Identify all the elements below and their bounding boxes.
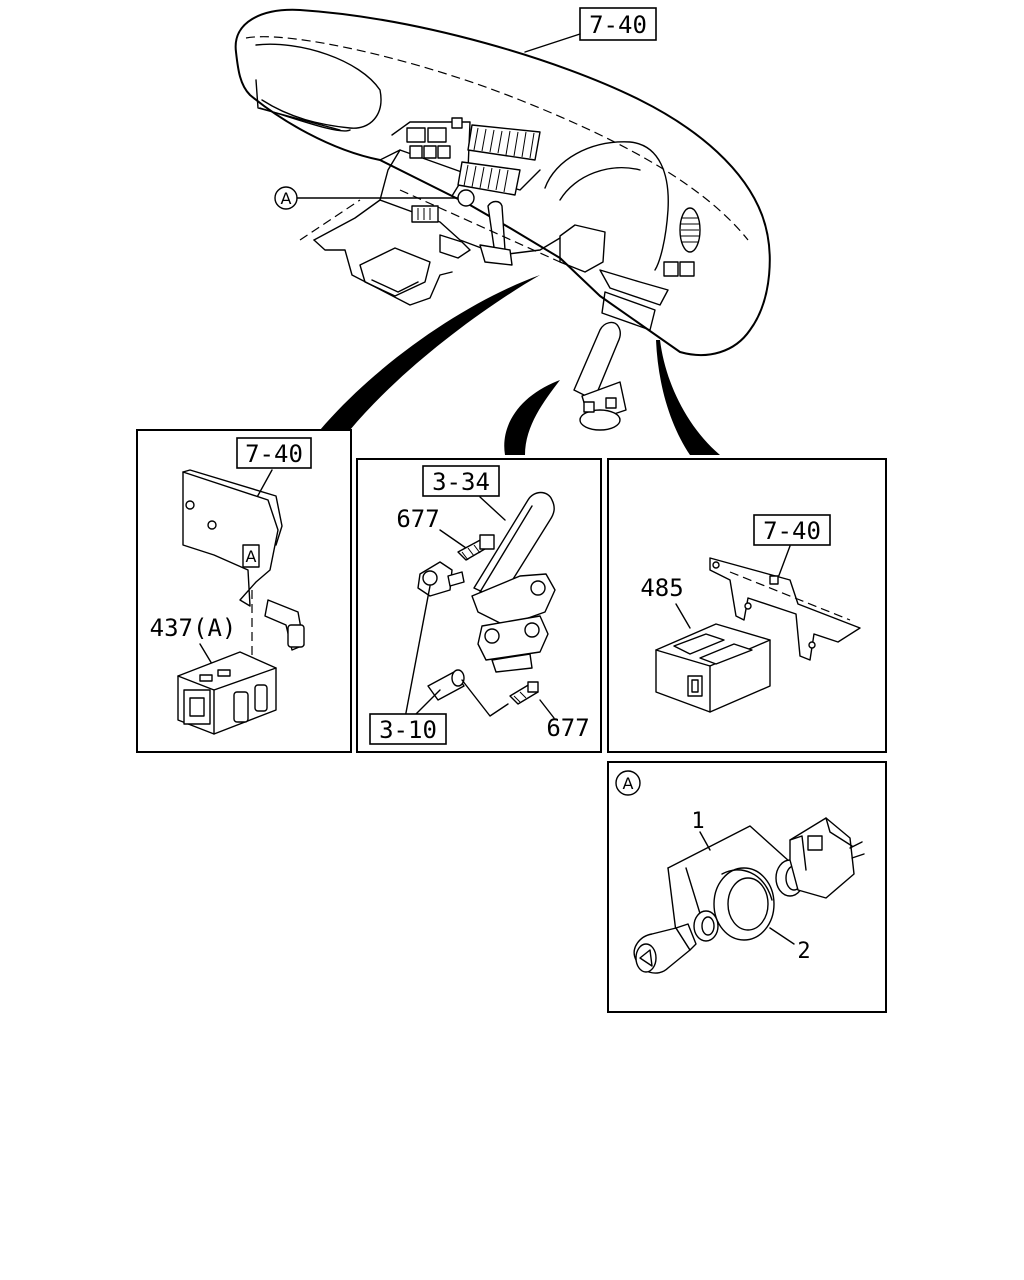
ref-label-3-10: 3-10 xyxy=(379,716,437,744)
ref-label-3-34: 3-34 xyxy=(432,468,490,496)
ref-label-7-40: 7-40 xyxy=(245,440,303,468)
part-label-677-top: 677 xyxy=(396,505,439,533)
callout-a-label: A xyxy=(623,774,634,793)
pointer-wedge-center xyxy=(504,380,560,455)
bracket-mark: A xyxy=(246,547,257,566)
pointer-wedge-left xyxy=(320,275,540,430)
pointer-wedge-right xyxy=(656,340,720,455)
floating-brake-valve xyxy=(573,321,627,431)
panel-detail-a: A 1 2 xyxy=(607,761,887,1013)
part-label-1: 1 xyxy=(691,809,704,834)
part-label-677-bottom: 677 xyxy=(546,714,589,742)
part-label-2: 2 xyxy=(797,939,810,964)
ref-label-7-40: 7-40 xyxy=(763,517,821,545)
callout-a-label: A xyxy=(281,189,292,208)
ref-box-7-40-overview: 7-40 xyxy=(524,7,657,53)
panel-brake-valve: 3-34 677 677 xyxy=(356,458,602,753)
part-label-485: 485 xyxy=(640,574,683,602)
ref-label-7-40: 7-40 xyxy=(589,11,647,39)
panel-module: 7-40 485 xyxy=(607,458,887,753)
instrument-panel-overview xyxy=(234,8,771,356)
part-label-437a: 437(A) xyxy=(150,614,237,642)
callout-a-overview: A xyxy=(274,186,459,210)
panel-switch: 7-40 A 437(A) xyxy=(136,429,352,753)
